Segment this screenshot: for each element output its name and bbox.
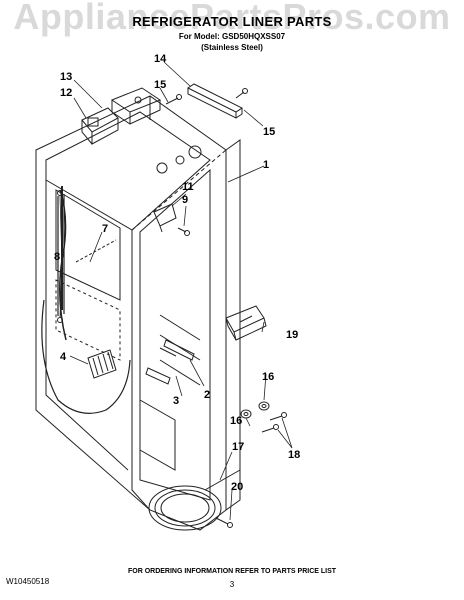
callout-15-right: 15 xyxy=(263,126,275,138)
callout-3: 3 xyxy=(173,395,179,407)
callout-18: 18 xyxy=(288,449,300,461)
part-19-handle xyxy=(225,305,267,341)
callout-17: 17 xyxy=(232,441,244,453)
callout-1: 1 xyxy=(263,159,269,171)
part-13-bracket xyxy=(110,87,162,125)
screw-15-b xyxy=(235,88,248,99)
callout-labels: 1 2 3 4 7 8 9 11 12 13 14 15 15 16 16 17… xyxy=(54,53,300,493)
callout-13: 13 xyxy=(60,71,72,83)
callout-12: 12 xyxy=(60,87,72,99)
callout-2: 2 xyxy=(204,389,210,401)
ordering-instruction: FOR ORDERING INFORMATION REFER TO PARTS … xyxy=(127,568,337,575)
callout-15-upper: 15 xyxy=(154,79,166,91)
page-title: REFRIGERATOR LINER PARTS xyxy=(132,14,332,29)
document-number: W10450518 xyxy=(6,577,50,586)
callout-19: 19 xyxy=(286,329,298,341)
part-7-track xyxy=(75,239,117,263)
part-12-duct xyxy=(81,107,119,145)
model-line: For Model: GSD50HQXSS07 xyxy=(178,32,286,41)
part-3-bracket xyxy=(145,367,171,385)
callout-4: 4 xyxy=(60,351,67,363)
callout-16-lower: 16 xyxy=(230,415,242,427)
callout-8: 8 xyxy=(54,251,60,263)
part-16-bushing-upper xyxy=(258,401,270,411)
screw-9 xyxy=(177,227,190,236)
part-16-bushing-lower xyxy=(240,409,252,419)
watermark-text: AppliancePartsPros.com xyxy=(13,0,451,37)
page-number: 3 xyxy=(229,580,235,589)
leader-lines xyxy=(59,61,293,521)
part-4-grille xyxy=(87,349,117,379)
callout-7: 7 xyxy=(102,223,108,235)
part-14-rail xyxy=(187,83,243,119)
variant-line: (Stainless Steel) xyxy=(201,43,263,52)
callout-16-upper: 16 xyxy=(262,371,274,383)
model-subtitle: For Model: GSD50HQXSS07 (Stainless Steel… xyxy=(0,31,464,53)
part-11-bracket xyxy=(153,203,177,233)
callout-9: 9 xyxy=(182,194,188,206)
liner-cabinet xyxy=(35,95,241,531)
callout-11: 11 xyxy=(182,181,194,193)
part-18-screws xyxy=(261,412,287,433)
callout-14: 14 xyxy=(154,53,167,65)
part-20-clip xyxy=(215,517,233,528)
screw-15-a xyxy=(165,94,182,105)
part-17-water-tube xyxy=(148,469,241,531)
part-2-bracket xyxy=(159,339,195,361)
callout-20: 20 xyxy=(231,481,243,493)
